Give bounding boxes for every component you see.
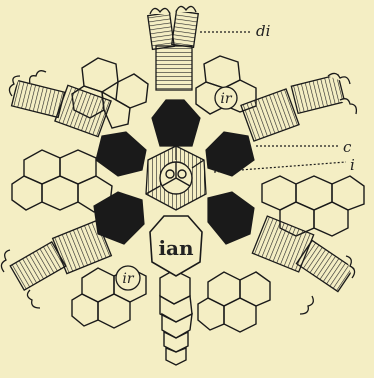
radial-plate-lower-right bbox=[208, 192, 254, 244]
label-ir-upper: ir bbox=[215, 87, 237, 109]
label-di: di bbox=[256, 22, 271, 40]
arm-lower-left bbox=[1, 220, 111, 308]
radial-plate-upper-left bbox=[96, 132, 146, 176]
arm-upper-left bbox=[9, 71, 111, 137]
central-stem bbox=[160, 162, 192, 194]
label-c: c bbox=[343, 138, 352, 156]
anal-plate: ian bbox=[150, 216, 202, 276]
arm-top bbox=[148, 6, 199, 90]
arm-upper-right bbox=[241, 73, 356, 141]
label-ir-lower: ir bbox=[116, 266, 140, 290]
label-ian: ian bbox=[158, 236, 194, 260]
interradial-field-lower-right bbox=[198, 272, 270, 332]
anal-plate-column bbox=[160, 270, 192, 365]
arm-lower-right bbox=[252, 216, 354, 314]
label-i: i bbox=[350, 156, 355, 174]
radial-plate-top bbox=[152, 100, 200, 146]
label-ir-upper-text: ir bbox=[220, 91, 232, 107]
label-ir-lower-text: ir bbox=[122, 271, 134, 287]
